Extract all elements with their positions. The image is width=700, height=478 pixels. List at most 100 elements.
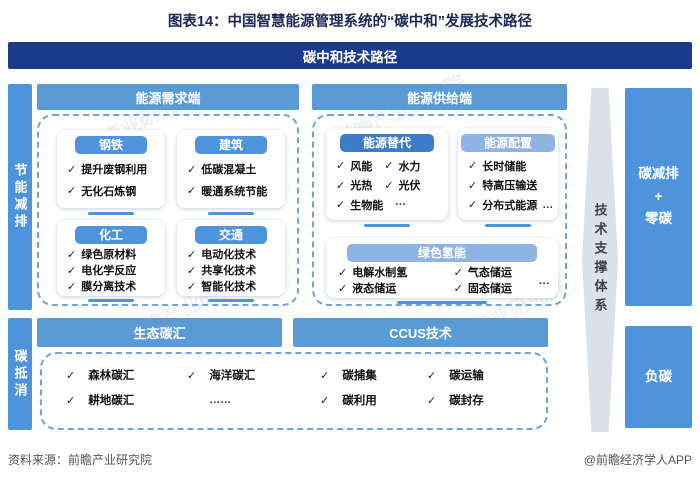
item-label: 气态储运 <box>467 267 512 279</box>
list-item: ✓ 电化学反应 <box>67 262 161 278</box>
list-item: ✓电解水制氢 <box>338 264 454 280</box>
check-icon: ✓ <box>67 264 77 277</box>
list-item: ✓ 长时储能 <box>468 158 554 174</box>
card-underline <box>88 212 134 215</box>
result-line: 碳减排 <box>638 165 679 181</box>
item-label: 长时储能 <box>482 160 527 173</box>
card-underline <box>88 299 134 302</box>
ellipsis: ··· <box>539 278 550 290</box>
rail-carbon-offset: 碳抵消 <box>8 318 32 430</box>
list-item: ✓…… <box>187 392 308 408</box>
item-row: ✓ 光热 ✓ 光伏 <box>336 177 444 193</box>
bottom-panel: ✓森林碳汇 ✓海洋碳汇 ✓耕地碳汇 ✓…… ✓碳捕集 ✓碳运输 ✓碳利用 ✓碳封… <box>40 352 548 430</box>
list-item: ✓ 耕地碳汇 <box>66 392 187 408</box>
list-item: ✓提升废钢利用 <box>67 161 161 177</box>
list-item: ✓风能 <box>336 158 372 174</box>
item-label: 无化石炼钢 <box>81 185 137 198</box>
card-items: ✓提升废钢利用 ✓ 无化石炼钢 <box>57 154 165 208</box>
list-item: ✓膜分离技术 <box>67 278 161 294</box>
item-label: 电动化技术 <box>201 249 257 261</box>
eco-sink-items: ✓ 森林碳汇 ✓ 海洋碳汇 ✓ 耕地碳汇 ✓…… <box>66 367 308 408</box>
card-items: ✓电动化技术 ✓共享化技术 ✓智能化技术 <box>177 244 285 298</box>
list-item: ✓ 分布式能源 … <box>468 197 554 213</box>
card-energy-substitution: 能源替代 ✓风能 ✓水力 ✓ 光热 ✓ 光伏 ✓生物能 ··· <box>326 128 448 220</box>
check-icon: ✓ <box>336 179 346 192</box>
check-icon: ✓ <box>336 160 346 172</box>
check-icon: ✓ <box>66 394 76 407</box>
card-items: ✓ 长时储能 ✓ 特高压输送 ✓ 分布式能源 … <box>458 152 558 220</box>
card-title-energy-substitution: 能源替代 <box>340 134 434 152</box>
chart-title: 图表14：中国智慧能源管理系统的“碳中和”发展技术路径 <box>167 14 533 30</box>
rail-energy-saving: 节能减排 <box>8 84 32 310</box>
demand-panel: 钢铁 ✓提升废钢利用 ✓无化石炼钢 建筑 ✓低碳混凝土 ✓暖通系统节能 化工 ✓… <box>37 114 299 306</box>
item-label: 智能化技术 <box>201 281 257 293</box>
check-icon: ✓ <box>338 282 348 295</box>
list-item: ✓生物能 <box>336 197 383 213</box>
card-items: ✓绿色原材料 ✓ 电化学反应 ✓膜分离技术 <box>57 244 165 298</box>
item-label: 光伏 <box>398 180 421 192</box>
item-label: 低碳混凝土 <box>201 164 257 177</box>
check-icon: ✓ <box>468 199 478 211</box>
section-header-demand: 能源需求端 <box>37 84 299 110</box>
check-icon: ✓ <box>468 179 478 192</box>
item-label: 碳利用 <box>342 395 377 407</box>
check-icon: ✓ <box>453 282 463 295</box>
check-icon: ✓ <box>320 394 330 407</box>
item-label: 森林碳汇 <box>88 370 135 382</box>
section-header-eco-sink: 生态碳汇 <box>37 318 282 347</box>
ccus-items: ✓碳捕集 ✓ 碳运输 ✓ 碳利用 ✓碳封存 <box>320 367 534 408</box>
footer-credit: @前瞻经济学人APP <box>583 453 692 467</box>
card-transport: 交通 ✓电动化技术 ✓共享化技术 ✓智能化技术 <box>177 220 285 296</box>
item-label: 耕地碳汇 <box>88 395 135 407</box>
ellipsis: …… <box>209 394 232 406</box>
supply-panel: 能源替代 ✓风能 ✓水力 ✓光热 ✓光伏 ✓生物能 ··· 能源配置 ✓长时储能 <box>312 114 567 306</box>
card-underline <box>208 212 254 215</box>
item-label: 碳运输 <box>449 370 484 382</box>
item-label: 光热 <box>350 180 373 192</box>
item-label: 电化学反应 <box>81 265 137 277</box>
check-icon: ✓ <box>187 369 197 382</box>
list-item: ✓ 森林碳汇 <box>66 367 187 383</box>
card-title-building: 建筑 <box>195 136 267 154</box>
item-row: ✓风能 ✓水力 <box>336 158 444 174</box>
item-label: 海洋碳汇 <box>209 370 256 382</box>
list-item: ✓碳封存 <box>427 392 534 408</box>
list-item: ✓低碳混凝土 <box>187 161 281 177</box>
check-icon: ✓ <box>67 248 77 261</box>
ellipsis: … <box>542 198 554 211</box>
check-icon: ✓ <box>187 185 197 198</box>
result-box-reduction-zero: 碳减排 + 零碳 <box>625 88 692 306</box>
item-label: 分布式能源 <box>482 199 538 212</box>
check-icon: ✓ <box>384 179 394 192</box>
list-item: ✓固态储运 <box>454 280 550 296</box>
card-underline <box>485 224 531 227</box>
check-icon: ✓ <box>384 160 394 172</box>
card-title-chemical: 化工 <box>75 226 147 244</box>
list-item: ✓ 暖通系统节能 <box>187 183 281 199</box>
check-icon: ✓ <box>187 248 197 261</box>
check-icon: ✓ <box>66 369 76 382</box>
list-item: ✓共享化技术 <box>187 262 281 278</box>
check-icon: ✓ <box>67 280 77 293</box>
list-item: ✓ 碳运输 <box>427 367 534 383</box>
item-row: ✓生物能 ··· <box>336 197 444 213</box>
check-icon: ✓ <box>338 266 348 279</box>
plus-sign: + <box>654 188 663 204</box>
list-item: ✓液态储运 <box>338 280 454 296</box>
list-item: ✓绿色原材料 <box>67 246 161 262</box>
item-label: 生物能 <box>350 199 384 212</box>
check-icon: ✓ <box>67 163 77 176</box>
check-icon: ✓ <box>320 369 330 382</box>
item-label: 特高压输送 <box>482 180 538 192</box>
check-icon: ✓ <box>453 266 463 279</box>
section-header-ccus: CCUS技术 <box>293 318 548 347</box>
item-label: 暖通系统节能 <box>201 185 268 198</box>
card-underline <box>397 301 487 304</box>
check-icon: ✓ <box>67 185 77 198</box>
check-icon: ✓ <box>427 369 437 382</box>
check-icon: ✓ <box>468 160 478 172</box>
list-item: ✓碳捕集 <box>320 367 427 383</box>
list-item: ✓ 特高压输送 <box>468 177 554 193</box>
card-title-energy-allocation: 能源配置 <box>461 134 555 152</box>
card-energy-allocation: 能源配置 ✓ 长时储能 ✓ 特高压输送 ✓ 分布式能源 … <box>458 128 558 220</box>
